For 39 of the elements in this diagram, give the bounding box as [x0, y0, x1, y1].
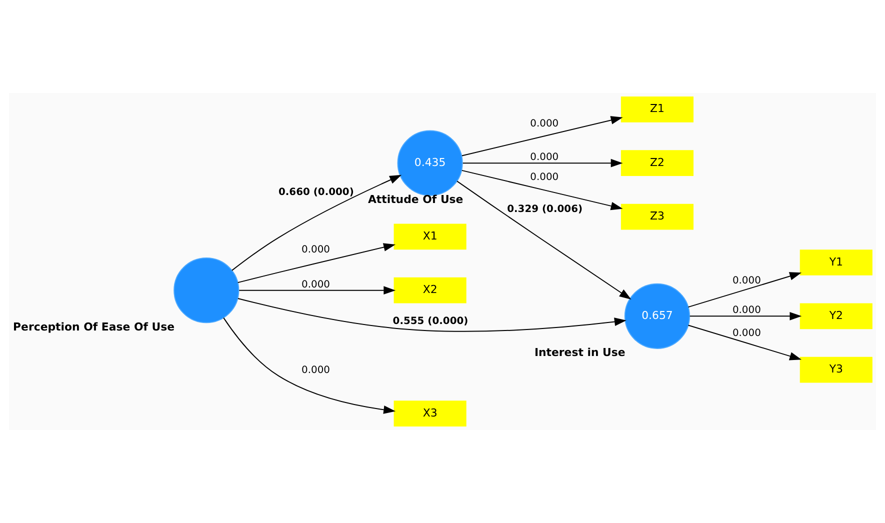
arrow: [689, 312, 802, 320]
node-box: Z3: [620, 204, 694, 230]
node-box: Z2: [620, 150, 694, 176]
arrow: [223, 317, 396, 414]
edge-label: 0.000: [302, 279, 330, 290]
node-box: Y3: [800, 356, 872, 383]
arrow: [237, 298, 626, 332]
arrow: [688, 272, 802, 308]
edge-label: 0.000: [732, 305, 761, 316]
node-box: X2: [394, 277, 466, 304]
edge-label: 0.000: [530, 152, 559, 164]
node-label: Perception Of Ease Of Use: [13, 320, 175, 334]
arrow: [461, 116, 623, 156]
node-box: Z1: [620, 96, 694, 122]
edge-label: 0.000: [530, 172, 559, 183]
arrow: [231, 174, 402, 271]
node-circle: 0.657: [624, 283, 690, 349]
arrow: [238, 286, 396, 295]
node-label: Attitude Of Use: [368, 193, 464, 206]
edge-label: 0.000: [302, 244, 330, 256]
node-box: X3: [394, 400, 466, 427]
arrow: [462, 158, 623, 168]
node-label: Interest in Use: [534, 346, 626, 360]
node-box: Y1: [800, 250, 872, 276]
edge-label: 0.000: [302, 364, 330, 376]
arrow: [237, 243, 396, 284]
node-circle: [174, 258, 240, 324]
edge-label: 0.000: [530, 118, 559, 130]
node-box: X1: [394, 224, 466, 250]
arrow: [456, 180, 632, 300]
arrow: [688, 324, 802, 360]
edge-label: 0.000: [732, 275, 761, 286]
arrow: [461, 170, 623, 210]
edge-label: 0.000: [732, 328, 761, 340]
node-circle: 0.435: [397, 130, 463, 196]
edge-label: 0.555 (0.000): [392, 316, 468, 328]
edge-label: 0.329 (0.006): [507, 204, 583, 215]
node-box: Y2: [800, 303, 872, 330]
edge-label: 0.660 (0.000): [278, 186, 354, 198]
